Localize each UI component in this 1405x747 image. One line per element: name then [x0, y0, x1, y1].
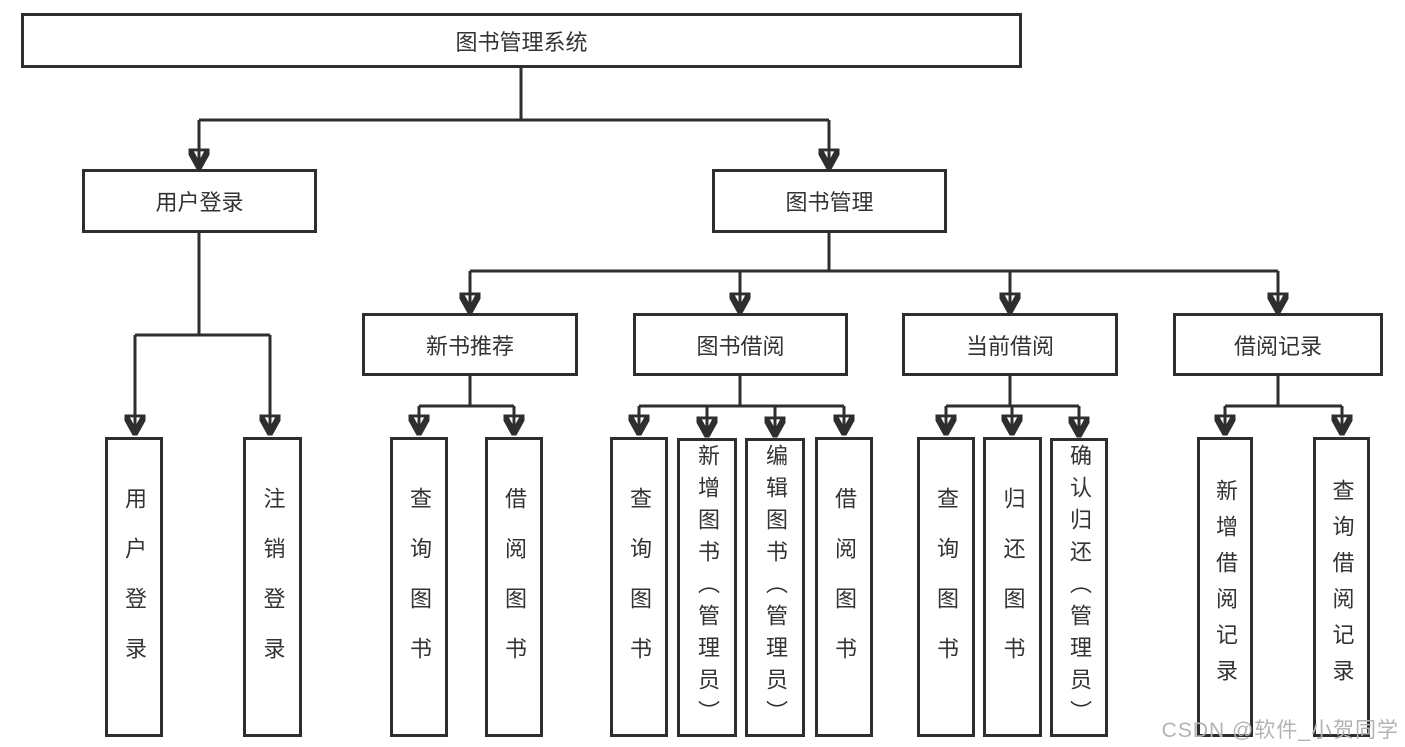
node-current-borrow: 当前借阅: [902, 313, 1118, 376]
leaf-borrow-books-1: 借阅图书: [485, 437, 543, 737]
connectors-root-to-level2: [199, 68, 829, 164]
leaf-logout: 注销登录: [243, 437, 302, 737]
node-new-book-recommend: 新书推荐: [362, 313, 578, 376]
leaf-user-login: 用户登录: [105, 437, 163, 737]
node-user-login: 用户登录: [82, 169, 317, 233]
connectors-book-borrow-to-leaves: [639, 376, 844, 432]
connectors-borrow-record-to-leaves: [1225, 376, 1342, 430]
node-borrow-record: 借阅记录: [1173, 313, 1383, 376]
node-root-system: 图书管理系统: [21, 13, 1022, 68]
leaf-add-borrow-record: 新增借阅记录: [1197, 437, 1253, 737]
leaf-edit-book-admin: 编辑图书（管理员）: [745, 438, 805, 737]
leaf-borrow-books-2: 借阅图书: [815, 437, 873, 737]
leaf-confirm-return-admin: 确认归还（管理员）: [1050, 438, 1108, 737]
leaf-query-books-2: 查询图书: [610, 437, 668, 737]
connectors-current-borrow-to-leaves: [946, 376, 1079, 432]
node-book-management: 图书管理: [712, 169, 947, 233]
leaf-query-borrow-record: 查询借阅记录: [1313, 437, 1370, 737]
connectors-new-book-to-leaves: [419, 376, 514, 430]
leaf-add-book-admin: 新增图书（管理员）: [677, 438, 737, 737]
leaf-return-book: 归还图书: [983, 437, 1042, 737]
leaf-query-books-1: 查询图书: [390, 437, 448, 737]
leaf-query-books-3: 查询图书: [917, 437, 975, 737]
node-book-borrow: 图书借阅: [633, 313, 848, 376]
connectors-user-login-to-leaves: [135, 233, 270, 430]
connectors-book-management-to-level3: [470, 233, 1278, 308]
